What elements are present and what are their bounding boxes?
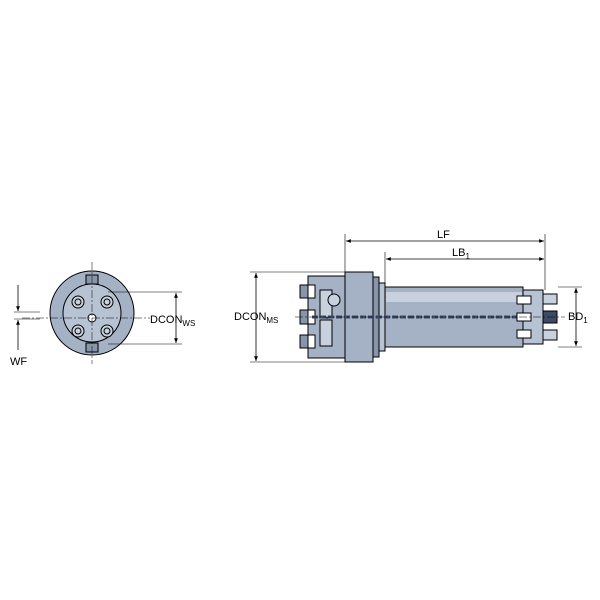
coupling-key-slot-lower <box>319 319 333 347</box>
lb1-label: LB1 <box>452 247 470 261</box>
coolant-inlet <box>327 293 341 307</box>
side-view <box>250 234 582 363</box>
end-view <box>14 262 182 364</box>
shank-highlight <box>386 292 522 302</box>
coupling-teeth <box>299 284 309 349</box>
wf-label: WF <box>10 356 27 368</box>
end-view-screw-holes <box>71 295 114 338</box>
dcon-ws-label: DCONWS <box>150 314 195 328</box>
bd1-label: BD1 <box>568 311 588 325</box>
lf-label: LF <box>437 229 450 241</box>
dcon-ms-label: DCONMS <box>234 311 278 325</box>
